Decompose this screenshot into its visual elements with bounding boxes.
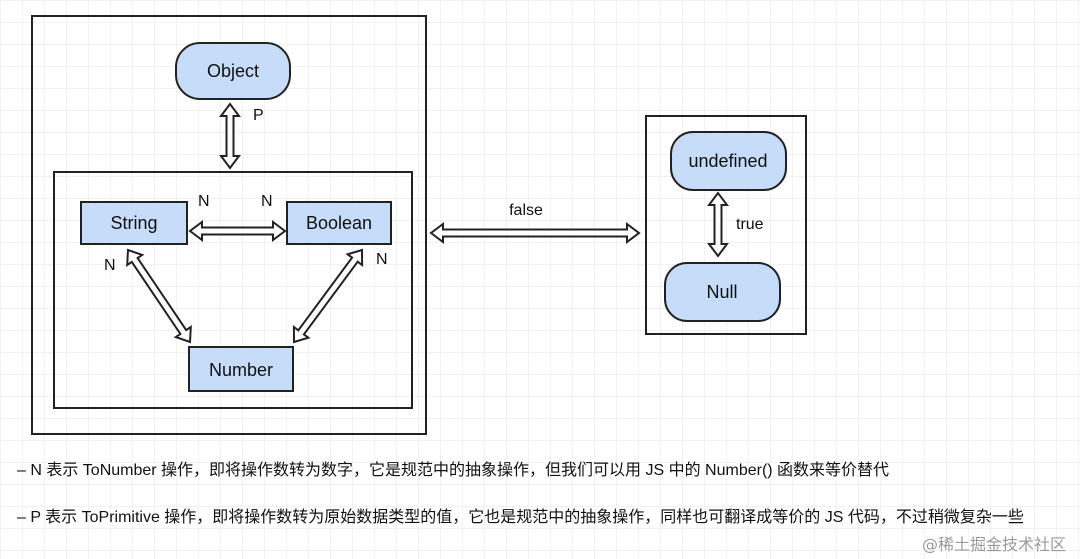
boolean-label: Boolean [306,213,372,233]
note-to-primitive: – P 表示 ToPrimitive 操作，即将操作数转为原始数据类型的值，它也… [17,509,1024,526]
null-node: Null [664,262,781,322]
undefined-node: undefined [670,131,787,191]
number-label: Number [209,360,273,380]
null-label: Null [706,282,737,302]
undefined-label: undefined [688,151,767,171]
edge-label-boolean-number: N [376,251,388,268]
boolean-node: Boolean [286,201,392,245]
edge-label-undefined-null: true [736,216,764,233]
watermark: @稀土掘金技术社区 [921,535,1066,554]
edge-label-string-number: N [104,257,116,274]
outer-frame [31,15,427,435]
object-node: Object [175,42,291,100]
arrow-boolean-number [292,248,364,344]
edge-label-string-boolean-left: N [198,193,210,210]
arrow-string-number [126,248,192,344]
edge-label-object-primitives: P [253,107,264,124]
arrow-primitives-nullish [429,222,641,244]
edge-label-primitives-nullish: false [509,202,543,219]
edge-label-string-boolean-right: N [261,193,273,210]
primitives-frame [53,171,413,409]
arrow-undefined-null [707,191,729,258]
type-conversion-diagram: Object String Boolean Number undefined N… [31,15,807,435]
string-node: String [80,201,188,245]
arrow-object-primitives [219,102,241,170]
number-node: Number [188,346,294,392]
object-label: Object [207,61,259,81]
nullish-frame [645,115,807,335]
note-to-number: – N 表示 ToNumber 操作，即将操作数转为数字，它是规范中的抽象操作，… [17,462,890,479]
string-label: String [110,213,157,233]
arrow-string-boolean [188,220,287,242]
